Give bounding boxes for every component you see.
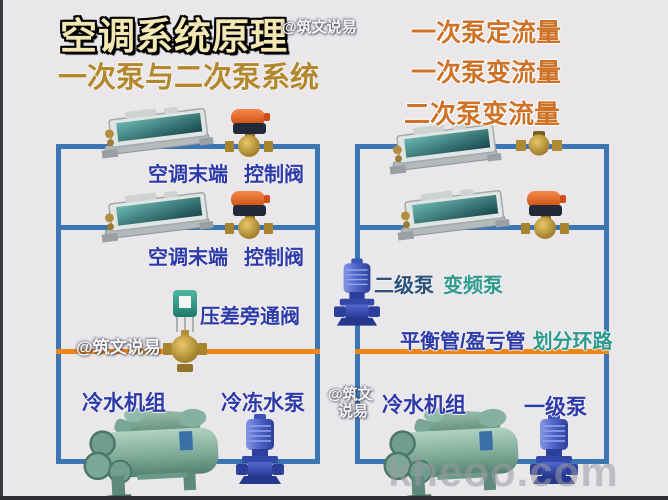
balance-pipe-label-row: 平衡管/盈亏管 划分环路 — [400, 325, 613, 354]
site-watermark: kheoo.com — [388, 448, 619, 495]
bypass-valve-label: 压差旁通阀 — [200, 306, 300, 328]
author-watermark-line1: @筑文 — [328, 386, 373, 403]
author-watermark-left: @筑文说易 — [76, 338, 161, 357]
page-title: 空调系统原理 — [60, 16, 288, 57]
inline-pump-icon — [236, 414, 284, 486]
mode-label-constant-primary: 一次泵定流量 — [410, 19, 561, 47]
mode-label-variable-primary: 一次泵变流量 — [410, 59, 561, 87]
fan-coil-unit-icon — [98, 104, 216, 164]
fan-coil-unit-icon — [394, 186, 512, 246]
left-loop-pipe-left — [56, 144, 61, 464]
control-valve-label: 控制阀 — [244, 164, 304, 186]
left-loop-pipe-top — [56, 144, 320, 149]
primary-pump-label: 一级泵 — [524, 396, 587, 419]
page-subtitle: 一次泵与二次泵系统 — [58, 62, 320, 94]
balance-pipe-label: 平衡管/盈亏管 — [400, 331, 526, 353]
author-watermark-top: @筑文说易 — [282, 19, 357, 36]
loop-division-tag: 划分环路 — [532, 331, 613, 353]
motorized-valve-icon — [224, 190, 274, 242]
fan-coil-unit-icon — [98, 188, 216, 248]
mode-label-variable-secondary: 二次泵变流量 — [403, 99, 560, 129]
left-loop-pipe-right — [315, 144, 320, 464]
screen-edge-bottom — [0, 496, 668, 500]
chiller-label-right: 冷水机组 — [382, 394, 466, 417]
right-loop-pipe-right — [604, 144, 609, 464]
author-watermark-line2: 说易 — [338, 403, 369, 421]
right-loop-balance-pipe — [355, 349, 609, 354]
secondary-pump-label-row: 二级泵 变频泵 — [374, 269, 503, 298]
motorized-valve-icon — [520, 190, 570, 242]
terminal-label: 空调末端 — [148, 164, 228, 186]
chilled-water-pump-label: 冷冻水泵 — [221, 392, 305, 415]
brass-valve-icon — [516, 131, 562, 159]
terminal-label: 空调末端 — [148, 247, 228, 269]
secondary-pump-label: 二级泵 — [374, 275, 434, 297]
terminal-valve-label-row1: 空调末端 控制阀 — [148, 158, 304, 187]
motorized-valve-icon — [224, 108, 274, 160]
vfd-pump-tag: 变频泵 — [443, 275, 503, 297]
author-watermark-right: @筑文 说易 — [328, 386, 373, 421]
control-valve-label: 控制阀 — [244, 247, 304, 269]
screen-edge-left — [0, 0, 3, 500]
terminal-valve-label-row2: 空调末端 控制阀 — [148, 241, 304, 270]
chiller-label-left: 冷水机组 — [82, 392, 166, 415]
